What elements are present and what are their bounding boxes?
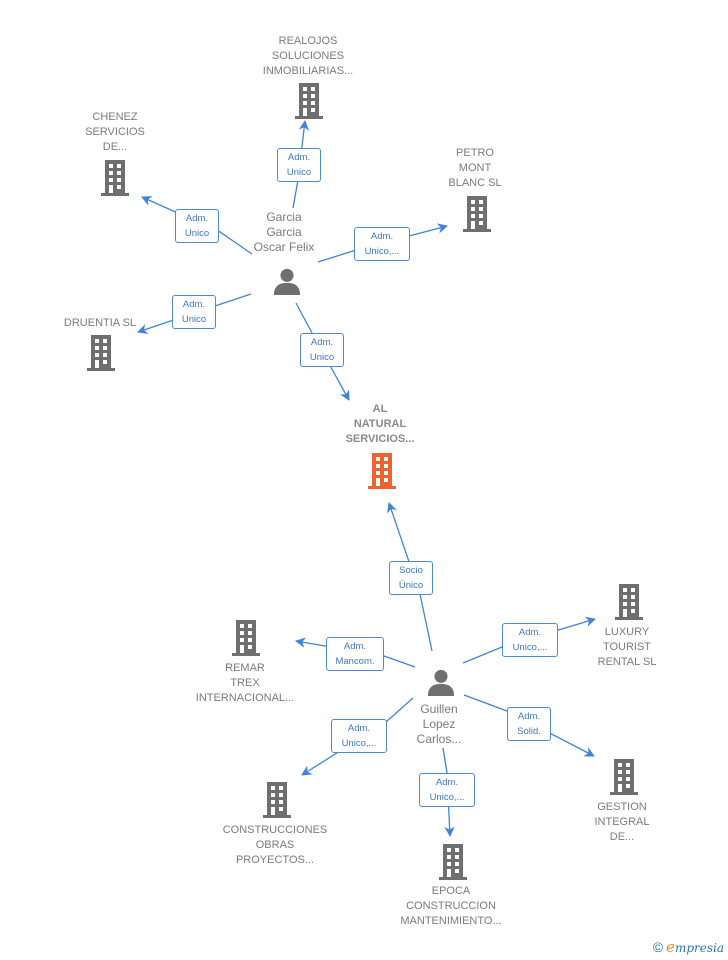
person-label-guillen[interactable]: Guillen Lopez Carlos... <box>416 702 462 746</box>
building-icon-petro-mont[interactable] <box>463 196 491 232</box>
brand-logo-initial: e <box>666 938 675 956</box>
building-icon-gestion-integral[interactable] <box>610 759 638 795</box>
edge-label-guillen-main: Socio Único <box>389 561 433 595</box>
company-label-chenez[interactable]: CHENEZ SERVICIOS DE... <box>85 111 145 153</box>
building-icon-chenez[interactable] <box>101 160 129 196</box>
company-label-druentia[interactable]: DRUENTIA SL <box>63 317 137 329</box>
company-label-construcciones[interactable]: CONSTRUCCIONES OBRAS PROYECTOS... <box>222 824 328 866</box>
copyright-icon: © <box>652 939 664 955</box>
edge-label-construcciones: Adm. Unico,... <box>331 719 387 753</box>
edge-label-luxury-tourist: Adm. Unico,... <box>502 623 558 657</box>
edge-garcia-druentia <box>137 293 252 334</box>
person-label-garcia[interactable]: Garcia Garcia Oscar Felix <box>253 210 315 254</box>
person-icon-guillen[interactable] <box>427 669 455 696</box>
building-icon-druentia[interactable] <box>87 335 115 371</box>
person-icon-garcia[interactable] <box>273 268 301 295</box>
building-icon-construcciones[interactable] <box>263 782 291 818</box>
edge-label-gestion-integral: Adm. Solid. <box>507 707 551 741</box>
building-icon-remar-trex[interactable] <box>232 620 260 656</box>
company-label-remar-trex[interactable]: REMAR TREX INTERNACIONAL... <box>195 662 295 704</box>
main-company-label[interactable]: AL NATURAL SERVICIOS... <box>345 403 415 445</box>
building-icon-main-company[interactable] <box>368 453 396 489</box>
edge-garcia-chenez <box>141 196 253 255</box>
edge-label-druentia: Adm. Unico <box>172 295 216 329</box>
brand-logo-text: mpresia <box>674 941 724 955</box>
company-label-petro-mont[interactable]: PETRO MONT BLANC SL <box>448 147 502 189</box>
edge-guillen-remar-trex <box>294 637 416 668</box>
company-label-realojos[interactable]: REALOJOS SOLUCIONES INMOBILIARIAS... <box>262 35 354 77</box>
edge-label-petro-mont: Adm. Unico,... <box>354 227 410 261</box>
edge-label-chenez: Adm. Unico <box>175 209 219 243</box>
edge-label-garcia-main: Adm. Unico <box>300 333 344 367</box>
footer-brand[interactable]: ©empresia <box>653 938 724 956</box>
building-icon-realojos[interactable] <box>295 83 323 119</box>
company-label-gestion-integral[interactable]: GESTION INTEGRAL DE... <box>594 801 650 843</box>
building-icon-epoca[interactable] <box>439 844 467 880</box>
edge-label-realojos: Adm. Unico <box>277 148 321 182</box>
edge-label-epoca: Adm. Unico,... <box>419 773 475 807</box>
company-label-luxury-tourist[interactable]: LUXURY TOURIST RENTAL SL <box>597 626 657 668</box>
edge-label-remar-trex: Adm. Mancom. <box>326 637 384 671</box>
company-label-epoca[interactable]: EPOCA CONSTRUCCION MANTENIMIENTO... <box>400 885 502 927</box>
building-icon-luxury-tourist[interactable] <box>615 584 643 620</box>
